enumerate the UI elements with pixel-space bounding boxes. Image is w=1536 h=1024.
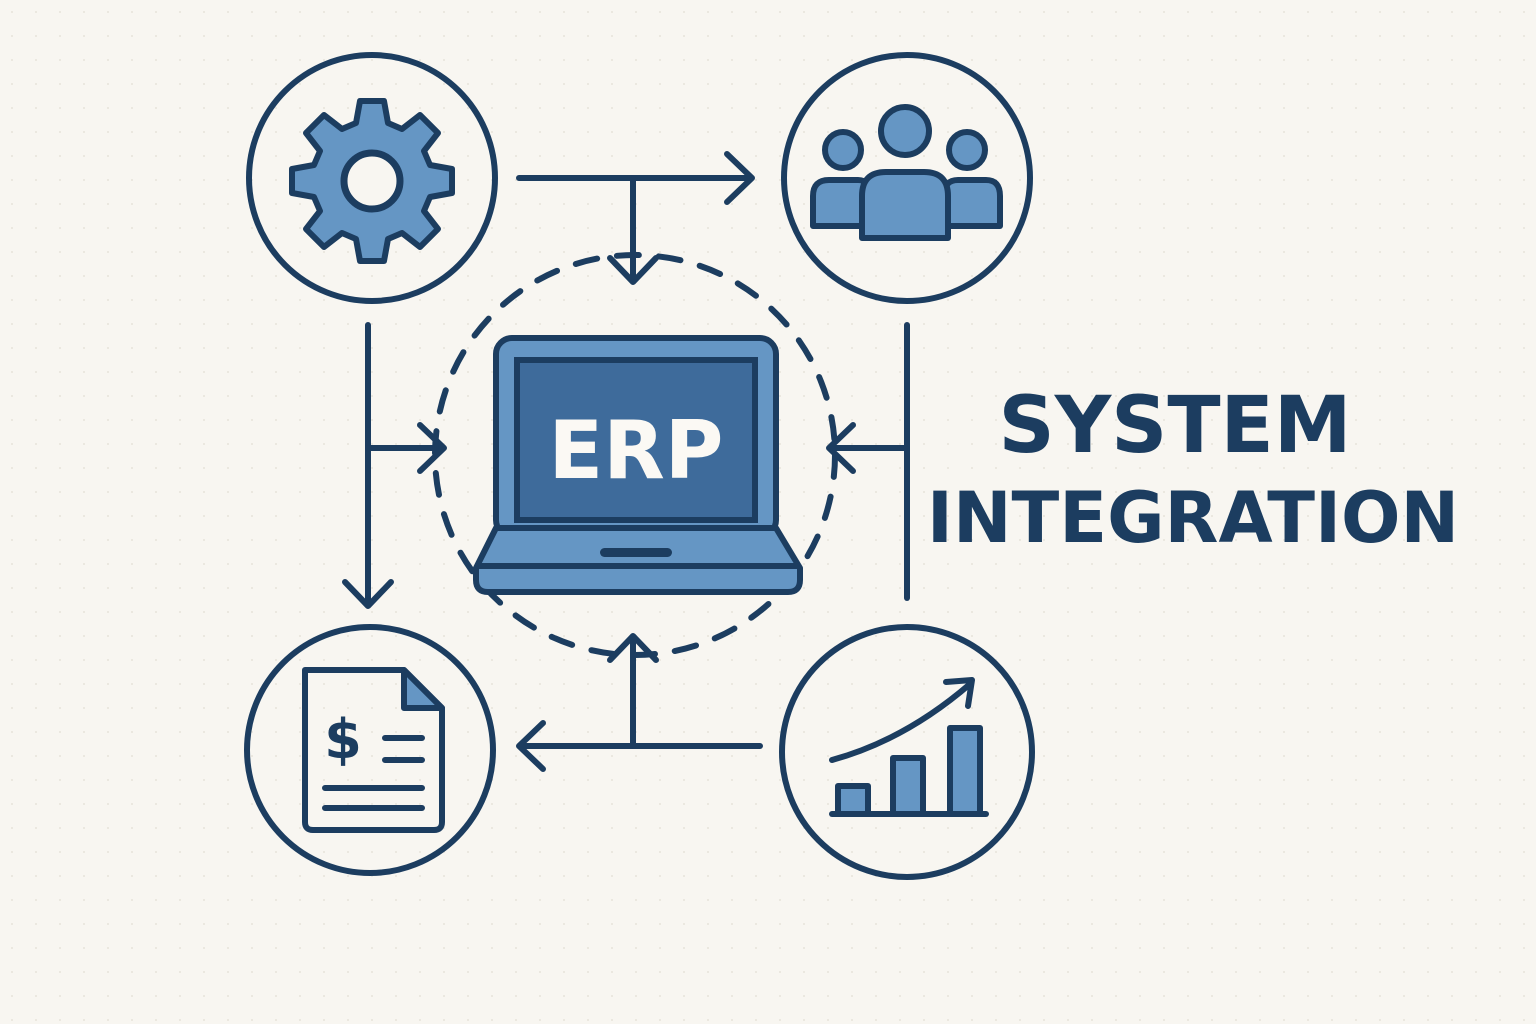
gear-node bbox=[246, 52, 498, 304]
title-line-integration: INTEGRATION bbox=[927, 477, 1459, 559]
erp-label: ERP bbox=[549, 404, 724, 497]
gear-icon bbox=[289, 98, 455, 264]
laptop-icon: ERP bbox=[473, 335, 803, 595]
document-node: $ bbox=[244, 624, 496, 876]
arrow-left-to-erp bbox=[365, 422, 447, 474]
arrow-chart-to-document bbox=[516, 720, 763, 772]
people-icon bbox=[810, 104, 1003, 241]
arrow-gear-to-document bbox=[342, 322, 394, 609]
dashed-integration-ring bbox=[432, 252, 838, 658]
chart-node bbox=[779, 624, 1035, 880]
title-line-system: SYSTEM bbox=[999, 381, 1352, 471]
connector-arrows bbox=[342, 151, 910, 772]
people-node bbox=[781, 52, 1033, 304]
invoice-document-icon: $ bbox=[302, 667, 445, 833]
arrow-right-to-erp bbox=[826, 422, 910, 474]
growth-chart-icon bbox=[829, 677, 989, 817]
arrow-top-to-erp bbox=[607, 175, 659, 285]
dollar-symbol: $ bbox=[324, 708, 362, 771]
